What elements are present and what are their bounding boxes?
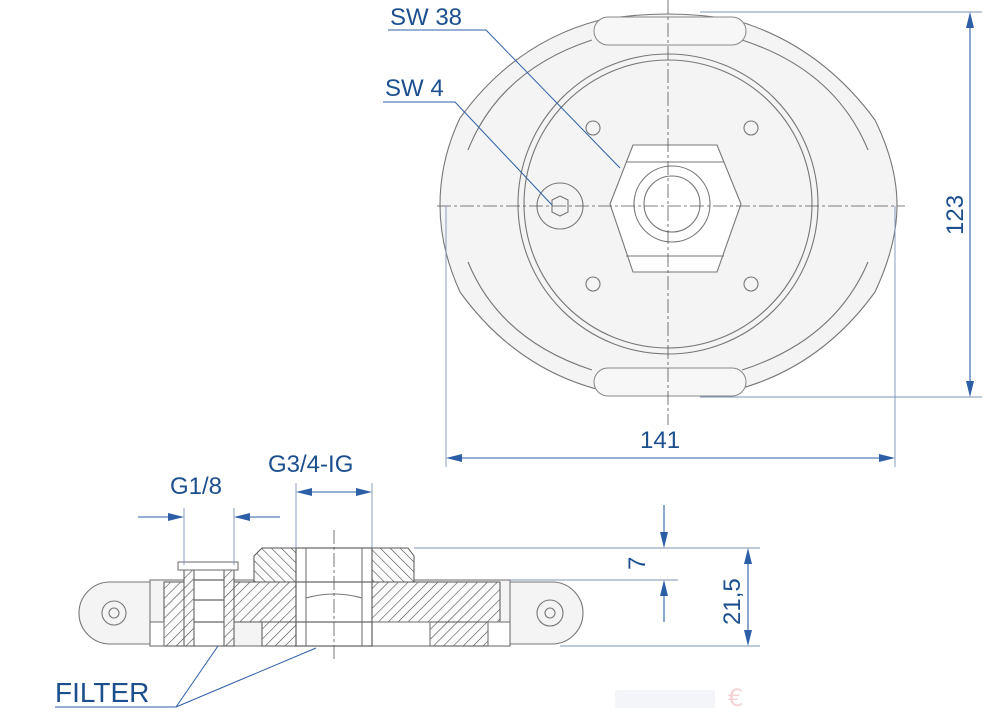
hatch-g18-right	[223, 564, 235, 647]
hatch-g18-left	[183, 564, 195, 647]
mount-hole-3	[585, 276, 601, 292]
left-lug-hole	[101, 600, 127, 626]
g18-bore	[193, 564, 225, 647]
watermark-euro-mark: €	[728, 684, 744, 712]
label-dim-141: 141	[640, 427, 680, 454]
hatch-left-base	[163, 581, 187, 647]
bottom-slot	[593, 367, 747, 397]
right-lug-hole	[536, 599, 564, 627]
section-view	[78, 530, 584, 660]
hex-nut	[609, 144, 742, 273]
mount-hole-1	[585, 120, 601, 136]
label-sw4: SW 4	[385, 75, 444, 102]
section-dimensions	[55, 483, 760, 708]
label-dim-7: 7	[624, 557, 651, 570]
right-lug	[499, 581, 584, 645]
top-slot	[593, 16, 747, 46]
hatch-center-left	[233, 581, 297, 623]
hatch-center-right-low	[429, 621, 489, 647]
watermark-box	[615, 690, 715, 708]
center-bore-outer	[633, 165, 711, 243]
label-g18: G1/8	[170, 473, 222, 500]
hatch-center-right	[371, 581, 501, 623]
hatch-nut-right	[371, 547, 415, 583]
center-bore-inner	[643, 175, 701, 233]
label-dim-21-5: 21,5	[719, 578, 746, 625]
top-view	[383, 0, 982, 467]
label-dim-123: 123	[942, 195, 969, 235]
label-g34-ig: G3/4-IG	[268, 451, 353, 478]
hatch-center-left-low	[261, 621, 297, 647]
label-sw38: SW 38	[390, 4, 462, 31]
label-filter: FILTER	[55, 677, 149, 708]
mount-hole-2	[743, 120, 759, 136]
mount-hole-4	[743, 276, 759, 292]
hatch-nut-left	[253, 547, 297, 583]
